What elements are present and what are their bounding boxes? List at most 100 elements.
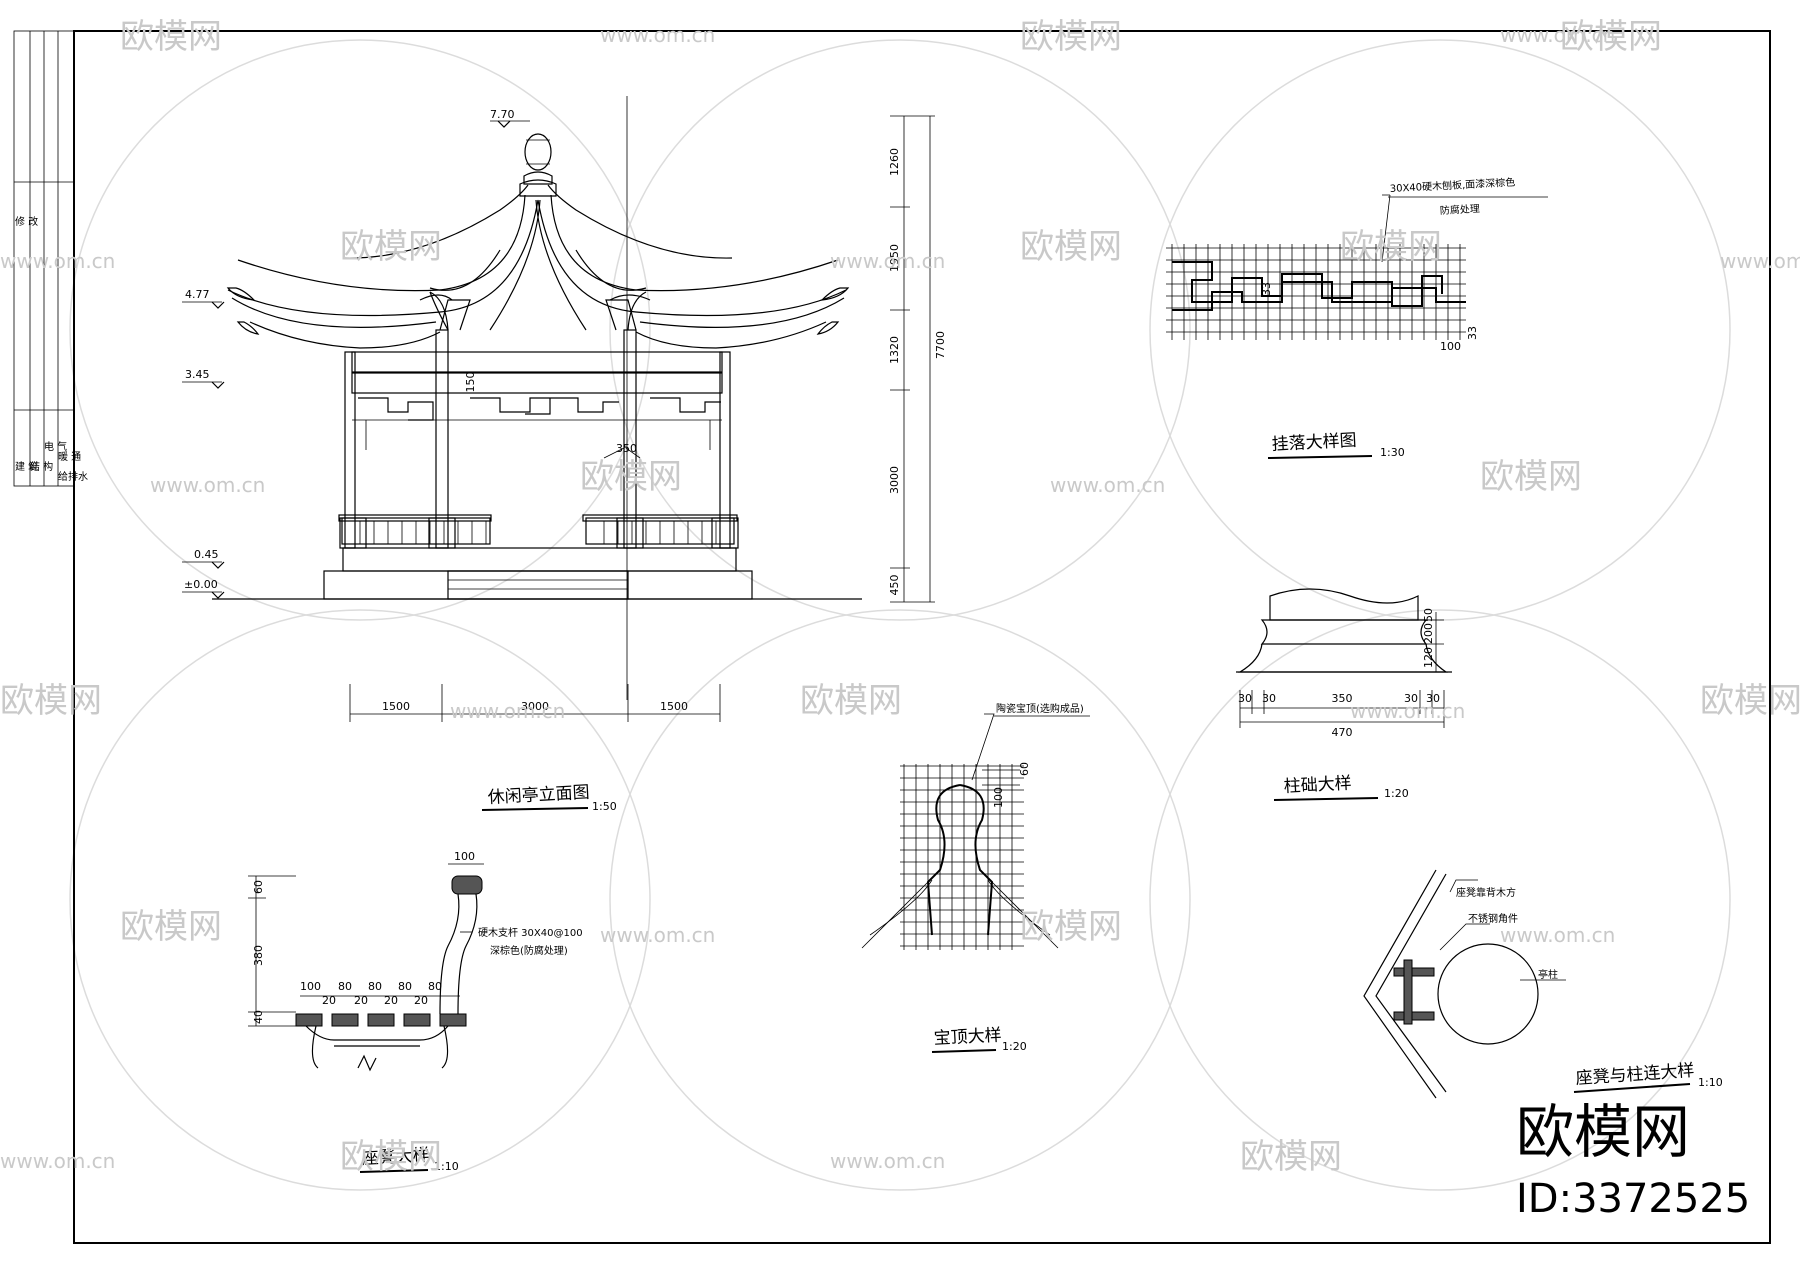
zuodeng-dim-100: 100: [454, 850, 475, 863]
zhuchu-hdim-30a: 30: [1238, 692, 1252, 705]
elevation-horizontal-dims: 1500 3000 1500: [349, 684, 721, 722]
zhuchu-vdim-200: 200: [1422, 623, 1435, 644]
watermark-url: www.om.cn: [0, 249, 115, 273]
baoding-dim-60: 60: [1018, 762, 1031, 776]
zhuchu-vdim-50: 50: [1422, 608, 1435, 622]
level-770: 7.70: [490, 108, 515, 121]
zuodeng-vdim-60: 60: [252, 880, 265, 894]
elevation-scale: 1:50: [592, 800, 617, 813]
watermark-brand: 欧模网: [1020, 907, 1122, 947]
watermark-url: www.om.cn: [0, 1149, 115, 1173]
zhuchu-hdim-350: 350: [1332, 692, 1353, 705]
vdim-total-7700: 7700: [934, 331, 947, 359]
level-000: ±0.00: [184, 578, 218, 591]
watermark-url: www.om.cn: [1500, 23, 1615, 47]
elevation-title: 休闲亭立面图: [487, 783, 590, 808]
watermark-url: www.om.cn: [830, 1149, 945, 1173]
watermark-url: www.om.cn: [150, 473, 265, 497]
zhuchu-hdim-30d: 30: [1426, 692, 1440, 705]
watermark-url: www.om.cn: [450, 699, 565, 723]
zuodeng-scale: 1:10: [434, 1160, 459, 1173]
baoding-detail: 陶瓷宝顶(选购成品) 60 100 宝顶大样 1:20: [861, 702, 1090, 1053]
vdim-3000: 3000: [888, 466, 901, 494]
zuodeng-hdim-80b: 80: [368, 980, 382, 993]
zuodeng-gap-20b: 20: [354, 994, 368, 1007]
level-477: 4.77: [185, 288, 210, 301]
sheet-border: [73, 30, 1771, 1244]
elevation-vertical-dims: 1260 1950 1320 3000 450 7700 150 350: [464, 115, 947, 603]
level-045: 0.45: [194, 548, 219, 561]
lianjie-note-3: 亭柱: [1538, 968, 1558, 981]
watermark-url: www.om.cn: [1500, 923, 1615, 947]
gualuo-title: 挂落大样图: [1271, 431, 1357, 455]
watermark-brand: 欧模网: [1560, 17, 1662, 57]
watermark-url: www.om.cn: [1720, 249, 1800, 273]
zuodeng-hdim-80a: 80: [338, 980, 352, 993]
watermark-url: www.om.cn: [1050, 473, 1165, 497]
elevation-levels: 7.70 4.77 3.45 0.45 ±0.00: [182, 108, 530, 599]
pavilion-elevation: 7.70 4.77 3.45 0.45 ±0.00 1260 1950 1320…: [182, 96, 947, 813]
title-block: 修 改 建 筑 结 构 电 气 暖 通 给排水: [13, 30, 88, 487]
gualuo-dim-33: 33: [1260, 282, 1273, 296]
hdim-1500-right: 1500: [660, 700, 688, 713]
lianjie-note-2: 不锈钢角件: [1468, 912, 1518, 925]
zuodeng-hdim-100: 100: [300, 980, 321, 993]
zuodeng-vdim-380: 380: [252, 945, 265, 966]
dim-150: 150: [464, 372, 477, 393]
watermark-brand: 欧模网: [580, 457, 682, 497]
watermark-brand: 欧模网: [1700, 681, 1800, 721]
zuodeng-hdim-80c: 80: [398, 980, 412, 993]
zhuchu-title: 柱础大样: [1283, 773, 1352, 797]
watermark-brand: 欧模网: [340, 227, 442, 267]
zuodeng-vdim-40: 40: [252, 1010, 265, 1024]
baoding-title: 宝顶大样: [933, 1025, 1002, 1049]
zhuchu-vdim-120: 120: [1422, 647, 1435, 668]
watermark-stamp: 欧模网 ID:3372525: [1516, 1098, 1750, 1222]
vdim-1320: 1320: [888, 336, 901, 364]
zuodeng-note-2: 深棕色(防腐处理): [490, 944, 568, 957]
vdim-1260: 1260: [888, 148, 901, 176]
lianjie-detail: 座凳靠背木方 不锈钢角件 亭柱 座凳与柱连大样 1:10: [1363, 869, 1723, 1099]
zuodeng-note-1: 硬木支杆 30X40@100: [478, 927, 583, 939]
tb-c5: 暖 通: [58, 450, 81, 463]
zuodeng-hdim-80d: 80: [428, 980, 442, 993]
zhuchu-hdim-30b: 30: [1262, 692, 1276, 705]
vdim-450: 450: [888, 575, 901, 596]
vdim-1950: 1950: [888, 244, 901, 272]
baoding-scale: 1:20: [1002, 1040, 1027, 1053]
tb-c4: 电 气: [44, 440, 67, 453]
baoding-dim-100: 100: [992, 787, 1005, 808]
watermark-brand: 欧模网: [120, 17, 222, 57]
gualuo-dim-100: 100: [1440, 340, 1461, 353]
zuodeng-gap-20c: 20: [384, 994, 398, 1007]
zuodeng-detail: 60 380 40 100 100 80 80 80 80 20 20 20 2…: [248, 850, 583, 1173]
watermark-layer: [69, 39, 1731, 1191]
gualuo-note-2: 防腐处理: [1439, 202, 1480, 217]
watermark-brand: 欧模网: [120, 907, 222, 947]
zuodeng-gap-20d: 20: [414, 994, 428, 1007]
zhuchu-detail: 120 200 50 30 30 350 30 30 470 柱础大样 1:20: [1236, 588, 1452, 801]
lianjie-note-1: 座凳靠背木方: [1456, 886, 1516, 899]
stamp-brand: 欧模网: [1516, 1098, 1690, 1166]
gualuo-scale: 1:30: [1380, 446, 1405, 459]
gualuo-note-1: 30X40硬木刨板,面漆深棕色: [1389, 175, 1515, 195]
watermark-brand: 欧模网: [1020, 17, 1122, 57]
stamp-id: ID:3372525: [1516, 1176, 1750, 1222]
zhuchu-total-470: 470: [1332, 726, 1353, 739]
watermark-texts: 欧模网欧模网欧模网欧模网欧模网欧模网欧模网欧模网欧模网欧模网欧模网欧模网欧模网欧…: [0, 17, 1800, 1177]
zuodeng-title: 座凳大样: [361, 1145, 430, 1169]
watermark-url: www.om.cn: [1350, 699, 1465, 723]
zhuchu-scale: 1:20: [1384, 787, 1409, 800]
zuodeng-gap-20a: 20: [322, 994, 336, 1007]
watermark-brand: 欧模网: [1340, 227, 1442, 267]
lianjie-scale: 1:10: [1698, 1076, 1723, 1089]
baoding-note: 陶瓷宝顶(选购成品): [996, 702, 1084, 715]
hdim-3000: 3000: [521, 700, 549, 713]
watermark-brand: 欧模网: [340, 1137, 442, 1177]
watermark-brand: 欧模网: [1480, 457, 1582, 497]
watermark-brand: 欧模网: [800, 681, 902, 721]
watermark-brand: 欧模网: [0, 681, 102, 721]
zhuchu-hdim-30c: 30: [1404, 692, 1418, 705]
watermark-brand: 欧模网: [1020, 227, 1122, 267]
